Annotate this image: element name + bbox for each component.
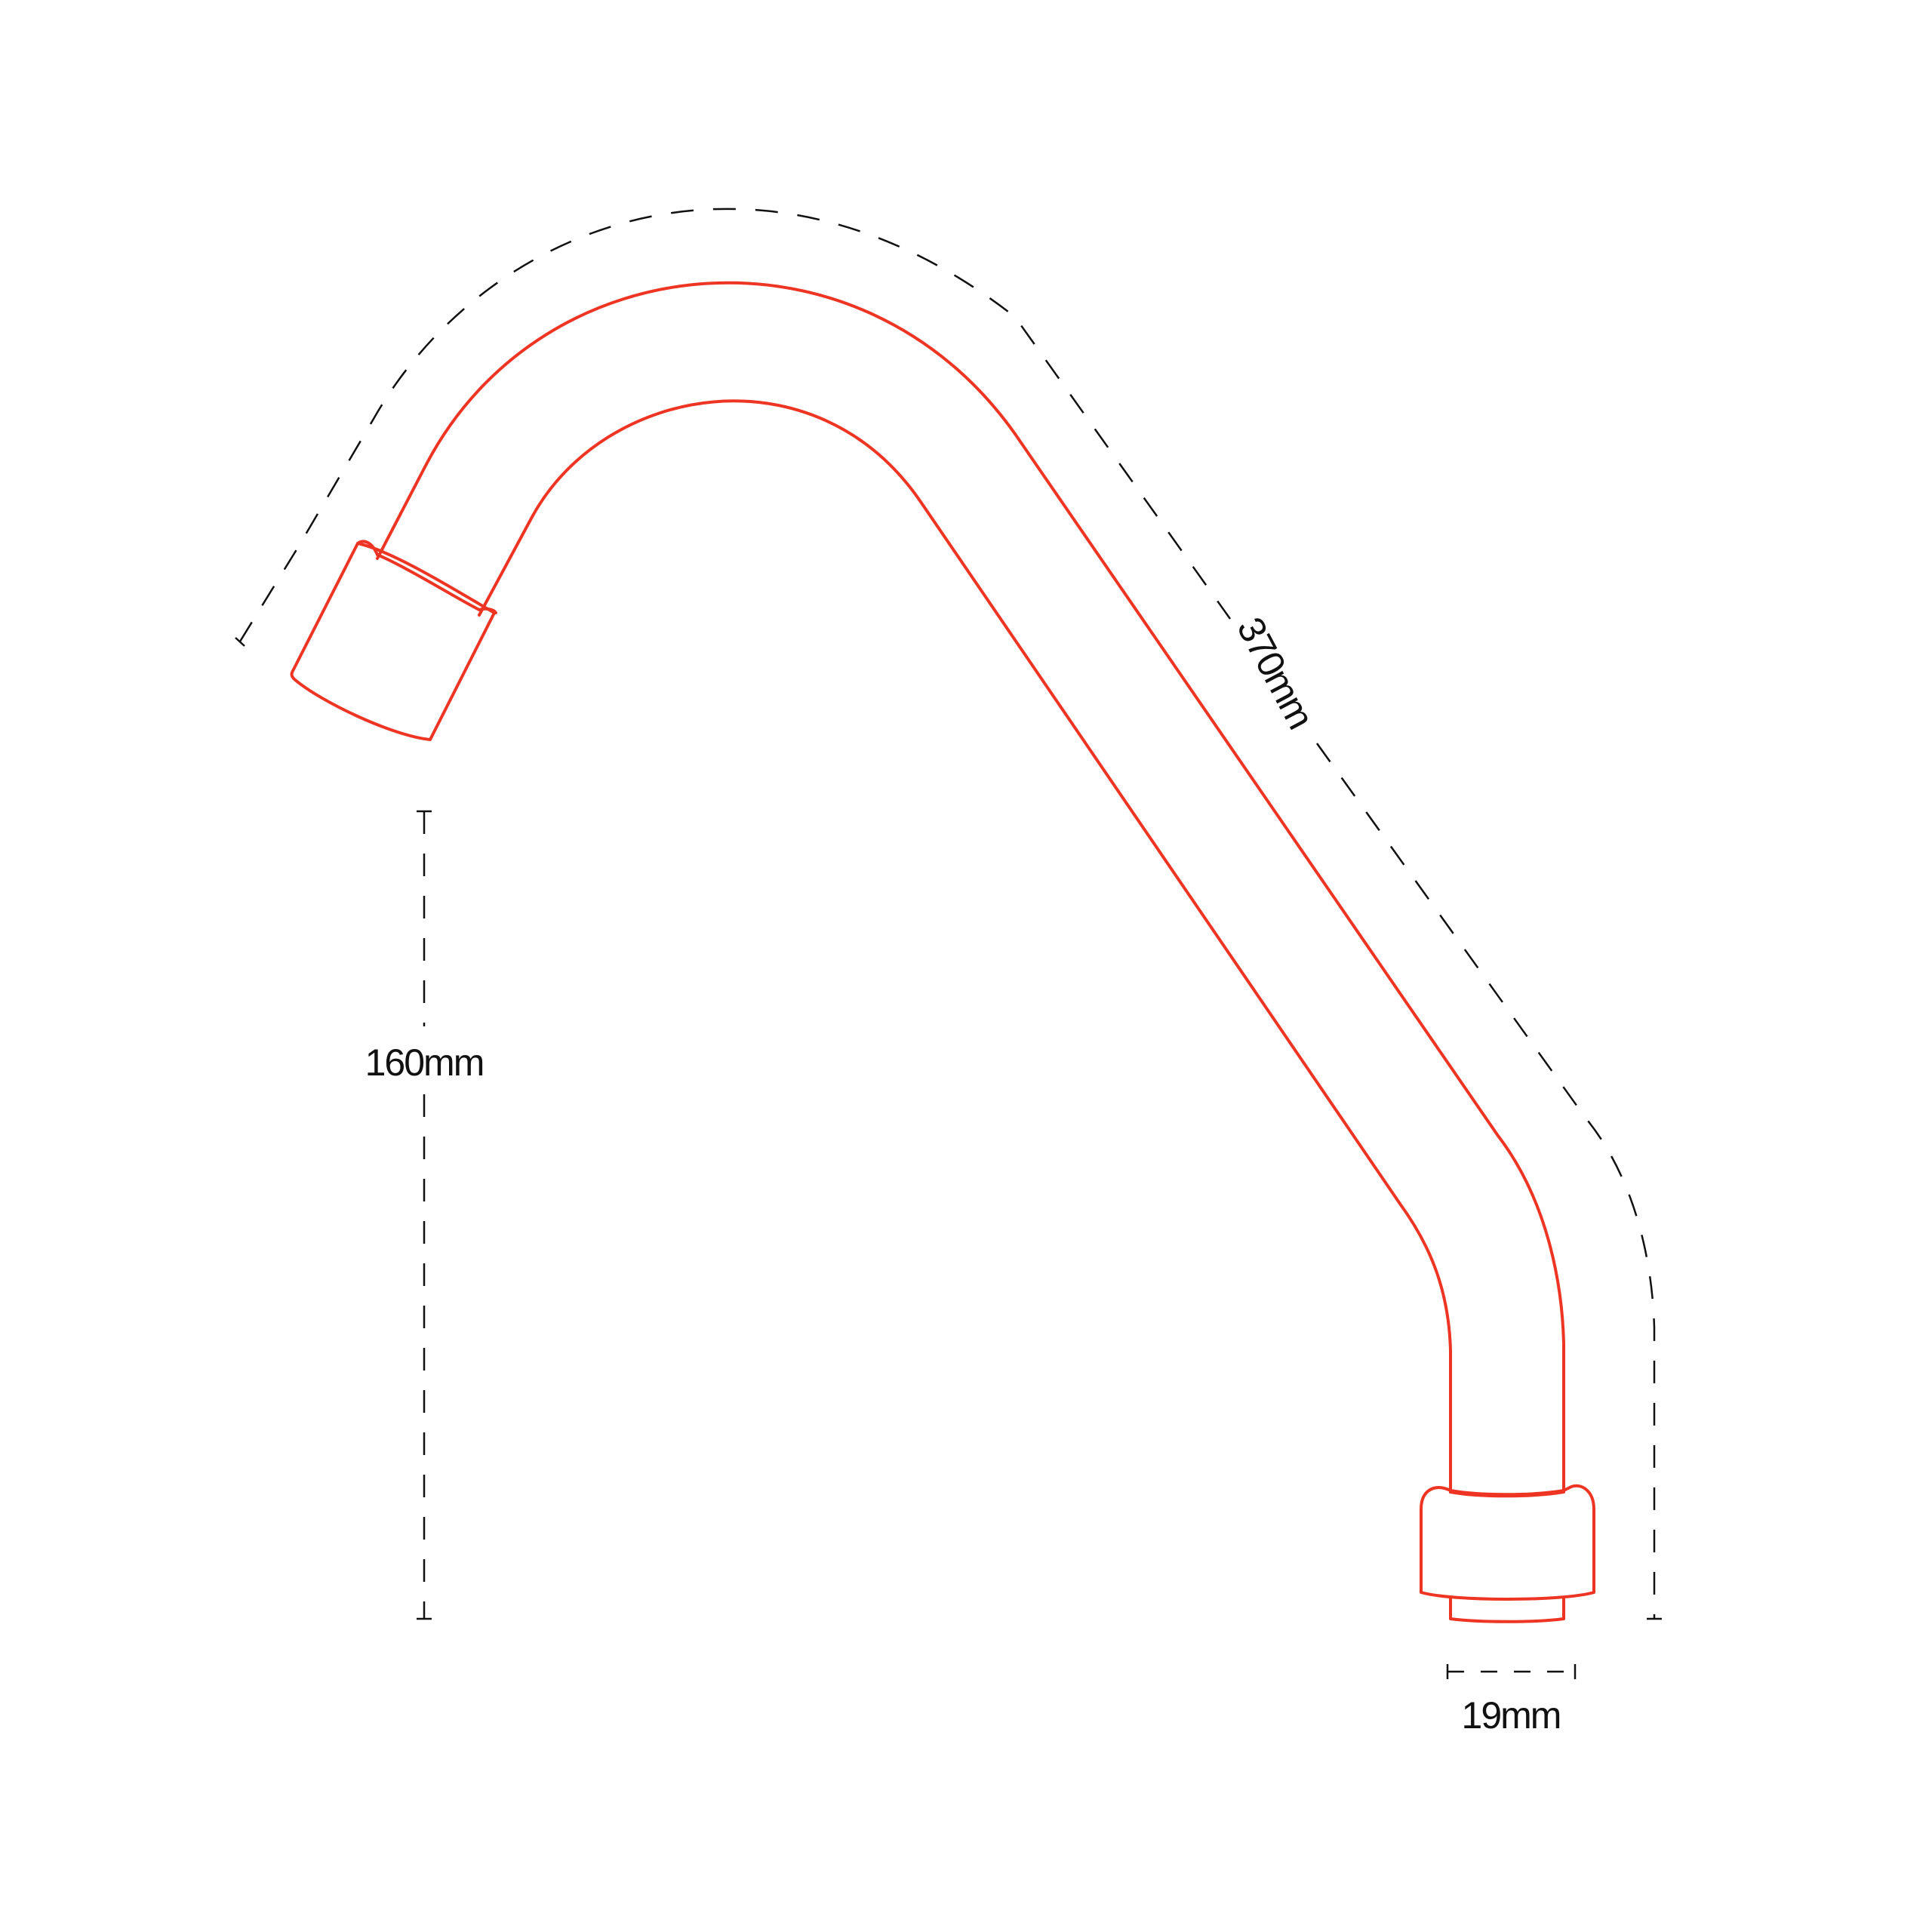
base-nut-top-edge xyxy=(1449,1491,1565,1498)
diameter-label: 19mm xyxy=(1462,1694,1561,1737)
base-nut xyxy=(1420,1484,1595,1601)
spout-outline xyxy=(290,281,1595,1623)
aerator-tip xyxy=(290,542,496,741)
dimension-lines xyxy=(235,208,1662,1679)
aerator-top-cap-left xyxy=(356,540,379,556)
spout-inner-edge xyxy=(478,399,1452,1494)
length-label: 370mm xyxy=(1229,611,1321,735)
height-label: 160mm xyxy=(365,1041,484,1084)
base-thread-stub xyxy=(1449,1597,1565,1623)
length-dimension-start-tick xyxy=(235,637,245,647)
length-dimension-line-lower xyxy=(1315,743,1656,1619)
length-dimension-line xyxy=(238,208,1232,642)
aerator-top-cap-right xyxy=(478,607,497,614)
spout-outer-edge xyxy=(376,281,1565,1492)
aerator-top-rim xyxy=(376,553,481,611)
